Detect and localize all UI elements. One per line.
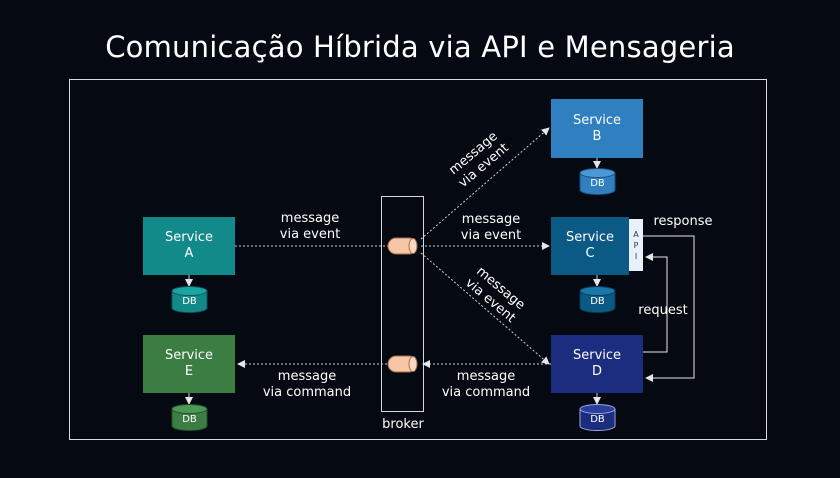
database-e-label: DB [182,414,197,425]
database-a-label: DB [182,296,197,307]
service-a: Service A [143,217,235,275]
label-d-to-broker: message via command [441,369,531,400]
edge-response [643,235,695,382]
database-icon [171,286,208,313]
database-b: DB [579,168,616,195]
database-icon [579,168,616,195]
service-e-label: Service [164,348,214,363]
database-b-label: DB [590,178,605,189]
service-d: Service D [551,335,643,393]
database-icon [171,404,208,431]
service-c-letter: C [585,246,595,261]
api-badge: A P I [629,219,643,271]
database-a: DB [171,286,208,313]
diagram-frame [69,79,767,440]
edge-broker-b [420,127,550,240]
label-request: request [638,303,688,318]
service-b-label: Service [572,112,622,128]
queue-event [387,237,418,255]
database-d-label: DB [590,414,605,425]
service-a-letter: A [184,246,194,261]
database-icon [579,404,616,431]
service-b: Service B [551,99,643,158]
api-letter-3: I [634,251,638,261]
service-e: Service E [143,335,235,393]
label-response: response [653,214,713,229]
service-b-letter: B [592,128,602,144]
broker-box [381,196,424,412]
api-letter-1: A [633,229,639,239]
queue-command [387,355,418,373]
service-d-label: Service [572,348,622,363]
broker-label: broker [382,417,424,432]
api-letter-2: P [633,240,639,250]
database-e: DB [171,404,208,431]
service-e-letter: E [184,364,194,379]
service-c-label: Service [565,230,615,245]
database-d: DB [579,404,616,431]
label-broker-to-c: message via event [460,212,522,243]
label-broker-to-e: message via command [262,369,352,400]
database-c: DB [579,286,616,313]
service-a-label: Service [164,230,214,245]
database-icon [579,286,616,313]
service-c: Service C [551,217,629,275]
edge-broker-d [420,252,550,365]
service-d-letter: D [591,364,602,379]
database-c-label: DB [590,296,605,307]
label-a-to-broker: message via event [279,211,341,242]
edge-request [643,253,668,353]
diagram-title: Comunicação Híbrida via API e Mensageria [105,30,735,64]
